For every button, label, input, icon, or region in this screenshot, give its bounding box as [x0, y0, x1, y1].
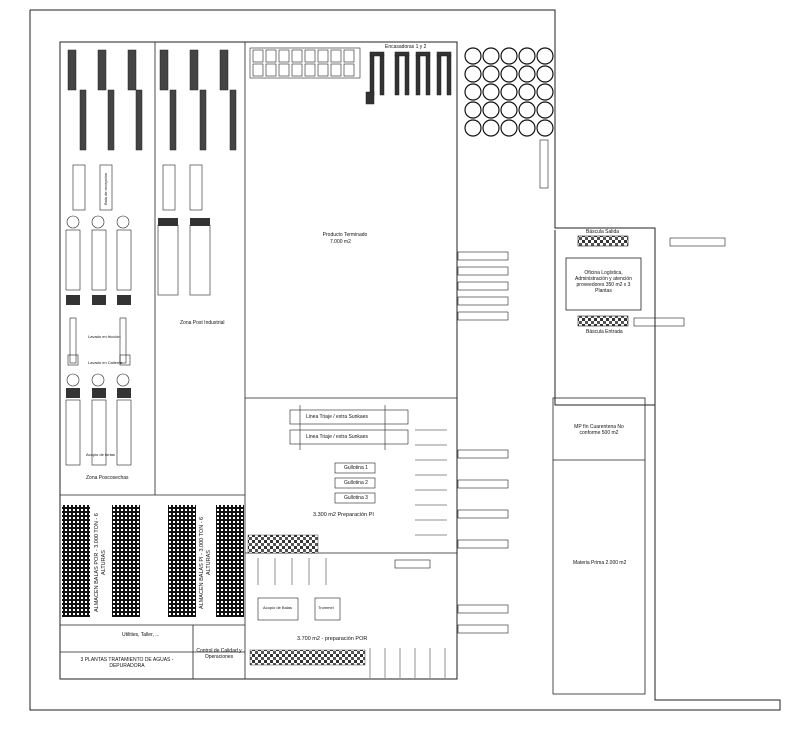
gullotina-1-label: Gullotina 1 — [344, 465, 368, 471]
poscosecha-machines — [67, 49, 237, 151]
zona-poscosechas-label: Zona Poscosechas — [86, 475, 129, 481]
producto-terminado-area: 7.000 m2 — [330, 239, 351, 245]
oficina-label: Oficina Logística, Administración y aten… — [575, 270, 632, 294]
gullotina-3-label: Gullotina 3 — [344, 495, 368, 501]
lavado-caliente-label: Lavado en Caliente — [88, 360, 123, 365]
zona-post-industrial-label: Zona Post Industrial — [180, 320, 225, 326]
linea-triaje-2-label: Linea Triaje / extra Sunkaes — [306, 434, 368, 440]
site-boundary-outer — [29, 10, 781, 711]
silo-grid — [464, 47, 554, 137]
bascula-entrada-label: Báscula Entrada — [586, 329, 623, 335]
gullotina-2-label: Gullotina 2 — [344, 480, 368, 486]
bascula-entrada — [577, 315, 629, 327]
almacen-por-label: ALMACEN BALAS POR - 3.000 TON - 6 ALTURA… — [94, 513, 107, 612]
acopio-tortas-label: Acopio de tortas — [86, 452, 115, 457]
bala-recepcion-label: Bala de recepción — [103, 172, 108, 206]
control-calidad-label: Control de Calidad y Operaciones — [196, 648, 242, 660]
mp-cuarentena-label: MP fín Cuarentena No conforme 500 m2 — [574, 424, 624, 436]
lavado-friccion-label: Lavado en fricción — [88, 334, 121, 339]
rampa-label: Acopio de Balas — [263, 605, 292, 610]
tratamiento-agua-label: 3 PLANTAS TRATAMIENTO DE AGUAS - DEPURAD… — [80, 657, 174, 669]
encasadoras-label: Encasadoras 1 y 2 — [385, 44, 427, 50]
truck-bays — [394, 251, 509, 634]
trommel-label: Trommel — [318, 605, 334, 610]
linea-triaje-1-label: Linea Triaje / extra Sunkaes — [306, 414, 368, 420]
bascula-salida-label: Báscula Salida — [586, 229, 620, 235]
materia-prima-building — [552, 397, 646, 695]
preparacion-por-label: 3.700 m2 - preparación POR — [297, 636, 368, 642]
main-building — [59, 41, 458, 680]
utilities-label: Utilities, Taller, ... — [122, 632, 160, 638]
encasadora-machines — [365, 51, 452, 105]
bascula-salida — [577, 235, 629, 247]
materia-prima-label: Materia Prima 2.000 m2 — [573, 560, 627, 566]
encasadora-tanks — [249, 47, 361, 79]
linea-triaje — [289, 405, 409, 450]
preparacion-pi-label: 3.300 m2 Preparación PI — [313, 512, 374, 518]
guillotinas — [334, 462, 376, 504]
almacen-pi-rack — [168, 505, 196, 617]
producto-terminado-label: Producto Terminado — [322, 232, 368, 238]
site-boundary — [30, 9, 656, 406]
almacen-por-rack — [62, 505, 90, 617]
almacen-pi-label: ALMACEN BALAS PI - 3.000 TON - 6 ALTURAS — [199, 516, 212, 609]
oficina-building — [565, 257, 642, 311]
